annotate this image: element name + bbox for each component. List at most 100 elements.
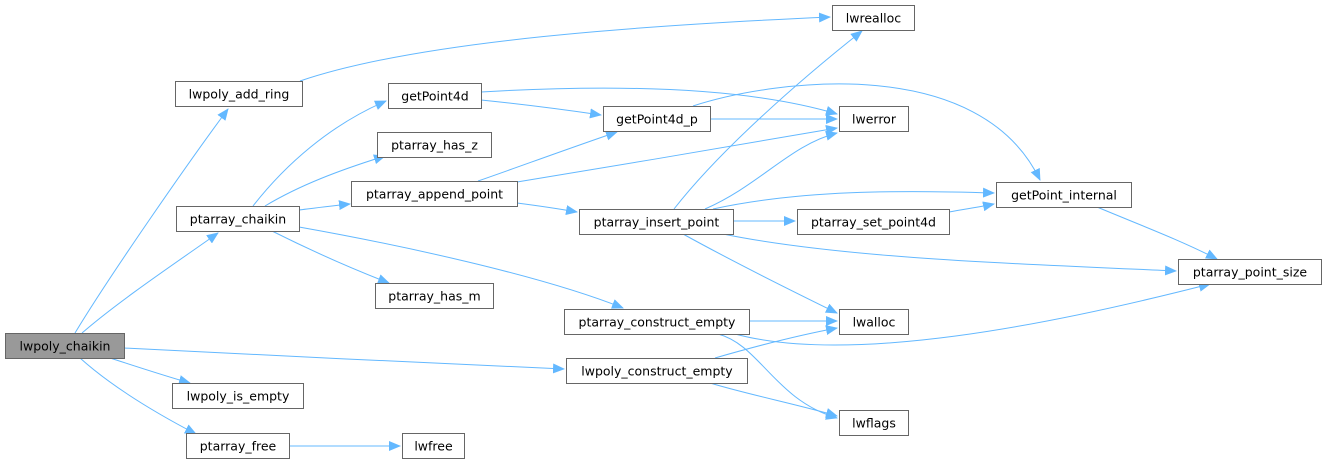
- node-ptarray_construct_empty[interactable]: ptarray_construct_empty: [564, 309, 750, 335]
- node-box[interactable]: [1178, 259, 1322, 285]
- edge-arrow: [714, 325, 838, 359]
- edge-ptarray_insert_point-to-getPoint_internal: [712, 187, 995, 210]
- edge-arrow: [673, 30, 863, 210]
- edge-ptarray_insert_point-to-lwerror: [704, 130, 838, 210]
- node-box[interactable]: [839, 410, 909, 436]
- edge-lwpoly_chaikin-to-ptarray_free: [79, 357, 197, 435]
- node-ptarray_append_point[interactable]: ptarray_append_point: [351, 181, 518, 207]
- edges-layer: [74, 12, 1218, 451]
- edge-arrow: [109, 357, 191, 385]
- edge-arrow: [692, 83, 1041, 181]
- node-box[interactable]: [5, 333, 125, 359]
- node-lwpoly_is_empty[interactable]: lwpoly_is_empty: [172, 383, 304, 409]
- node-ptarray_free[interactable]: ptarray_free: [186, 433, 290, 459]
- edge-getPoint4d-to-lwerror: [480, 87, 838, 116]
- edge-lwpoly_chaikin-to-lwpoly_construct_empty: [123, 347, 565, 374]
- node-label: ptarray_has_m: [388, 289, 480, 304]
- edge-arrow: [734, 281, 1211, 346]
- edge-lwpoly_chaikin-to-ptarray_chaikin: [81, 232, 219, 334]
- edge-lwpoly_add_ring-to-lwrealloc: [299, 12, 831, 82]
- node-getPoint4d_p[interactable]: getPoint4d_p: [603, 106, 711, 132]
- edge-arrow: [516, 202, 578, 216]
- node-lwpoly_add_ring[interactable]: lwpoly_add_ring: [175, 81, 303, 107]
- node-label: lwpoly_construct_empty: [581, 364, 733, 379]
- node-box[interactable]: [566, 358, 748, 384]
- node-label: lwrealloc: [846, 11, 902, 26]
- node-lwerror[interactable]: lwerror: [839, 106, 909, 132]
- nodes-layer: lwpoly_chaikin lwpoly_add_ring ptarray_cha…: [5, 5, 1322, 459]
- node-lwflags[interactable]: lwflags: [839, 410, 909, 436]
- node-box[interactable]: [186, 433, 290, 459]
- edge-arrow: [271, 230, 390, 284]
- edge-arrow: [480, 99, 602, 119]
- node-box[interactable]: [351, 181, 518, 207]
- edge-ptarray_chaikin-to-ptarray_append_point: [298, 200, 351, 211]
- node-label: ptarray_insert_point: [594, 215, 720, 230]
- node-label: ptarray_has_z: [391, 138, 478, 153]
- edge-arrow: [299, 12, 831, 82]
- node-label: lwpoly_is_empty: [187, 389, 290, 404]
- node-label: lwpoly_chaikin: [20, 339, 111, 354]
- node-ptarray_has_m[interactable]: ptarray_has_m: [375, 283, 494, 309]
- node-lwfree[interactable]: lwfree: [402, 433, 465, 459]
- node-ptarray_chaikin[interactable]: ptarray_chaikin: [176, 206, 300, 232]
- node-box[interactable]: [579, 209, 734, 235]
- node-getPoint_internal[interactable]: getPoint_internal: [996, 182, 1132, 208]
- edge-arrow: [298, 226, 624, 309]
- node-box[interactable]: [176, 206, 300, 232]
- edge-arrow: [252, 100, 387, 207]
- node-lwpoly_construct_empty[interactable]: lwpoly_construct_empty: [566, 358, 748, 384]
- edge-ptarray_chaikin-to-getPoint4d: [252, 100, 387, 207]
- edge-lwpoly_construct_empty-to-lwalloc: [714, 325, 838, 359]
- node-label: getPoint4d_p: [616, 112, 698, 127]
- node-box[interactable]: [832, 5, 915, 31]
- node-ptarray_set_point4d[interactable]: ptarray_set_point4d: [797, 209, 950, 235]
- node-box[interactable]: [839, 309, 909, 335]
- node-box[interactable]: [388, 83, 482, 109]
- edge-lwpoly_chaikin-to-lwpoly_is_empty: [109, 357, 191, 385]
- node-box[interactable]: [375, 283, 494, 309]
- edge-ptarray_append_point-to-ptarray_insert_point: [516, 202, 578, 216]
- node-ptarray_point_size[interactable]: ptarray_point_size: [1178, 259, 1322, 285]
- node-box[interactable]: [377, 132, 492, 158]
- edge-arrow: [722, 233, 1177, 276]
- node-label: ptarray_free: [200, 439, 277, 454]
- edge-getPoint_internal-to-ptarray_point_size: [1096, 206, 1218, 260]
- node-box[interactable]: [564, 309, 750, 335]
- edge-arrow: [79, 357, 197, 435]
- edge-ptarray_append_point-to-lwerror: [516, 124, 838, 183]
- node-ptarray_has_z[interactable]: ptarray_has_z: [377, 132, 492, 158]
- edge-getPoint4d_p-to-getPoint_internal: [692, 83, 1041, 181]
- node-label: lwalloc: [853, 315, 896, 330]
- edge-arrow: [948, 201, 995, 213]
- node-box[interactable]: [402, 433, 465, 459]
- edge-arrow: [516, 124, 838, 183]
- edge-lwpoly_construct_empty-to-lwflags: [709, 382, 838, 418]
- node-lwalloc[interactable]: lwalloc: [839, 309, 909, 335]
- node-label: lwpoly_add_ring: [189, 87, 290, 102]
- node-label: getPoint4d: [401, 89, 468, 104]
- edge-arrow: [74, 108, 229, 334]
- node-box[interactable]: [172, 383, 304, 409]
- edge-arrow: [480, 87, 838, 116]
- node-label: ptarray_set_point4d: [811, 215, 936, 230]
- node-label: ptarray_point_size: [1193, 265, 1308, 280]
- edge-arrow: [704, 130, 838, 210]
- edge-ptarray_insert_point-to-lwalloc: [682, 233, 838, 314]
- node-box[interactable]: [175, 81, 303, 107]
- edge-ptarray_chaikin-to-ptarray_construct_empty: [298, 226, 624, 309]
- node-getPoint4d[interactable]: getPoint4d: [388, 83, 482, 109]
- node-lwpoly_chaikin[interactable]: lwpoly_chaikin: [5, 333, 125, 359]
- edge-arrow: [123, 347, 565, 374]
- node-lwrealloc[interactable]: lwrealloc: [832, 5, 915, 31]
- edge-ptarray_set_point4d-to-getPoint_internal: [948, 201, 995, 213]
- edge-arrow: [709, 382, 838, 418]
- node-box[interactable]: [797, 209, 950, 235]
- node-box[interactable]: [603, 106, 711, 132]
- node-box[interactable]: [839, 106, 909, 132]
- node-label: ptarray_construct_empty: [579, 315, 737, 330]
- node-ptarray_insert_point[interactable]: ptarray_insert_point: [579, 209, 734, 235]
- edge-arrow: [1096, 206, 1218, 260]
- node-box[interactable]: [996, 182, 1132, 208]
